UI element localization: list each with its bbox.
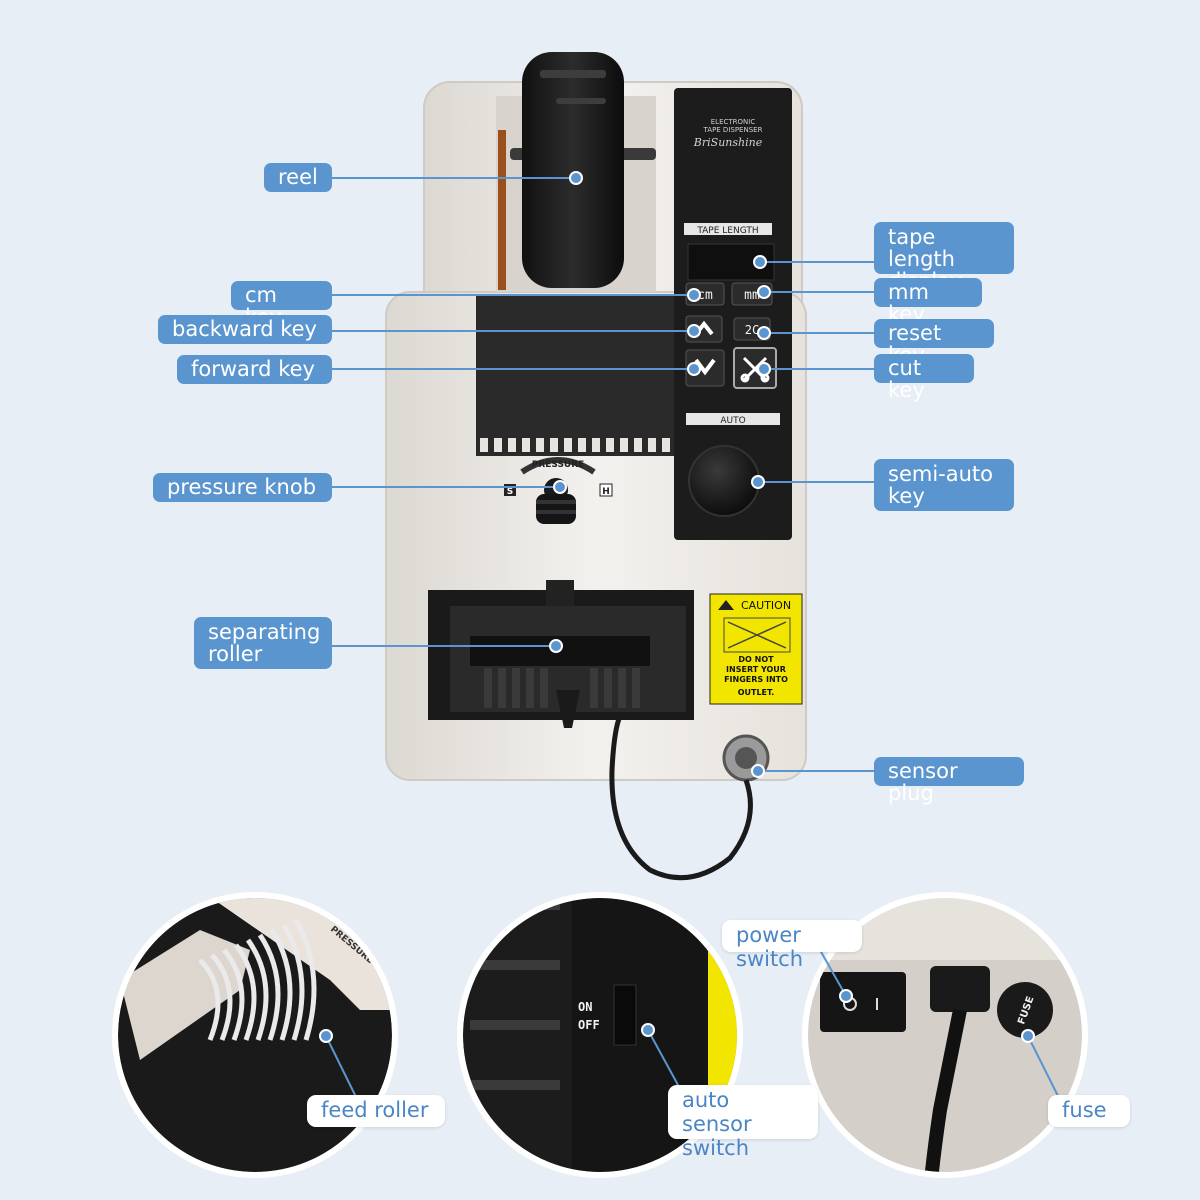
callout-tape-length-display: tape length display xyxy=(874,222,1014,292)
caution-pictogram xyxy=(723,617,791,653)
inset-label-fuse: fuse xyxy=(1048,1095,1130,1127)
tape-length-label-bg xyxy=(684,223,772,235)
panel-title-1: ELECTRONIC xyxy=(711,118,756,126)
semi-auto-key[interactable] xyxy=(688,445,760,517)
auto-label-bg xyxy=(686,413,780,425)
caution-line-4: OUTLET. xyxy=(738,688,775,697)
callout-cut-key: cut key xyxy=(874,354,974,401)
callout-cm-key: cm key xyxy=(231,281,332,328)
inset-label-feed-roller: feed roller xyxy=(307,1095,445,1127)
inset-label-auto-sensor-switch: auto sensor switch xyxy=(668,1085,818,1160)
power-switch-icon[interactable] xyxy=(820,972,906,1032)
caution-line-3: FINGERS INTO xyxy=(724,675,788,684)
power-socket xyxy=(930,966,990,1012)
tape-strip xyxy=(498,130,506,290)
inset-feed-roller: PRESSURE xyxy=(112,892,398,1178)
callout-reel: reel xyxy=(264,163,332,192)
tape-length-label: TAPE LENGTH xyxy=(696,226,758,236)
panel-title-2: TAPE DISPENSER xyxy=(703,126,763,134)
callout-forward-key: forward key xyxy=(177,355,332,384)
callout-separating-roller: separating roller xyxy=(194,617,332,669)
arrow-down-icon xyxy=(694,358,716,376)
sensor-cable xyxy=(609,715,753,881)
switch-off-label: OFF xyxy=(578,1018,600,1032)
control-panel xyxy=(674,88,792,540)
fuse-icon xyxy=(997,982,1053,1038)
caution-title: CAUTION xyxy=(741,599,791,612)
callout-mm-key: mm key xyxy=(874,278,982,325)
tape-dispenser-device: ELECTRONIC TAPE DISPENSER BriSunshine TA… xyxy=(385,52,807,881)
caution-line-1: DO NOT xyxy=(738,655,774,664)
cm-key-label: cm xyxy=(697,288,713,303)
brand-logo: BriSunshine xyxy=(693,136,763,149)
warning-icon xyxy=(718,600,734,610)
switch-on-label: ON xyxy=(578,1000,592,1014)
feed-roller-icon xyxy=(198,918,317,1041)
tape-slot xyxy=(476,296,676,456)
callout-backward-key: backward key xyxy=(158,315,332,344)
outlet-latch xyxy=(546,580,574,608)
callout-semi-auto-key: semi-auto key xyxy=(874,459,1014,511)
auto-label: AUTO xyxy=(720,416,745,426)
reset-key-label: 2C xyxy=(745,323,759,337)
callout-reset-key: reset key xyxy=(874,319,994,366)
callout-sensor-plug: sensor plug xyxy=(874,757,1024,804)
pressure-h-label: H xyxy=(602,487,610,497)
auto-sensor-switch-icon xyxy=(613,984,637,1046)
inset-label-power-switch: power switch xyxy=(722,920,862,971)
caution-line-2: INSERT YOUR xyxy=(726,665,786,674)
slot-teeth xyxy=(480,438,670,452)
leader-lines xyxy=(332,171,874,778)
callout-pressure-knob: pressure knob xyxy=(153,473,332,502)
reel-icon xyxy=(522,52,624,288)
mm-key-label: mm xyxy=(744,288,760,303)
pressure-s-label: S xyxy=(507,487,513,497)
pressure-label: PRESSURE xyxy=(532,460,585,470)
caution-label xyxy=(709,593,803,705)
